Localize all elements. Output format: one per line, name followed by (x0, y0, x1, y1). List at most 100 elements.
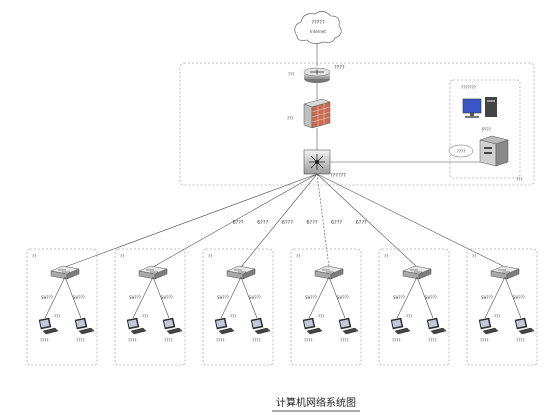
access-link (132, 276, 154, 319)
desktop-pc-icon (214, 317, 235, 335)
server-area-label: ??????? (461, 85, 476, 90)
pc-label: ??? (230, 314, 236, 319)
desktop-pc-icon (162, 317, 183, 335)
group-label: ?? (120, 254, 124, 259)
uplink-line (316, 173, 418, 268)
pc-label: ??? (494, 314, 500, 319)
group-label: ?? (472, 254, 476, 259)
group-boundary (290, 248, 362, 366)
access-switch-icon (402, 265, 432, 280)
uplink-line (240, 173, 318, 268)
desktop-pc-icon (338, 317, 359, 335)
pc-name-label: ???? (516, 338, 525, 343)
pc-name-label: ???? (428, 338, 437, 343)
access-switch-icon (226, 265, 256, 280)
access-link (44, 276, 66, 319)
desktop-pc-icon (38, 317, 59, 335)
core-network-boundary (179, 62, 535, 186)
uplink-label: 6??? (331, 220, 342, 226)
access-link (504, 276, 522, 319)
pc-name-label: ???? (480, 338, 489, 343)
desktop-pc-icon (514, 317, 535, 335)
firewall-label: ??? (287, 116, 293, 121)
pc-label: ??? (318, 314, 324, 319)
pc-name-label: ???? (252, 338, 261, 343)
port-label: SH??? (73, 295, 85, 300)
uplink-line (64, 173, 318, 268)
desktop-pc-icon (390, 317, 411, 335)
access-link (64, 276, 82, 319)
pc-name-label: ???? (340, 338, 349, 343)
core-box-label: ??? (516, 177, 522, 182)
desktop-pc-icon (250, 317, 271, 335)
desktop-pc-icon (126, 317, 147, 335)
uplink-label: 6??? (232, 220, 243, 226)
uplink-line (316, 173, 330, 268)
port-label: SH??? (337, 295, 349, 300)
access-link (220, 276, 242, 319)
internet-cloud: ????? Internet (294, 11, 342, 44)
desktop-pc-icon (478, 317, 499, 335)
access-switch-icon (314, 265, 344, 280)
group-boundary (202, 248, 274, 366)
pc-label: ??? (142, 314, 148, 319)
uplink-label: 6??? (356, 220, 367, 226)
access-switch-icon (138, 265, 168, 280)
pc-name-label: ???? (128, 338, 137, 343)
port-label: SH??? (249, 295, 261, 300)
port-label: SH??? (161, 295, 173, 300)
port-label: SH??? (481, 295, 493, 300)
group-boundary (466, 248, 538, 366)
pc-label: ??? (406, 314, 412, 319)
desktop-pc-icon (426, 317, 447, 335)
server-label: P??? (482, 127, 491, 132)
cloud-label: ????? (311, 20, 325, 26)
cloud-sublabel: Internet (310, 29, 326, 34)
uplink-label: 6??? (257, 220, 268, 226)
monitor-icon (462, 97, 497, 118)
pc-label: ??? (54, 314, 60, 319)
group-boundary (114, 248, 186, 366)
pc-name-label: ???? (164, 338, 173, 343)
pc-name-label: ???? (304, 338, 313, 343)
pc-name-label: ???? (76, 338, 85, 343)
access-switch-icon (50, 265, 80, 280)
access-link (240, 276, 258, 319)
access-link (308, 276, 330, 319)
router-label: ??? (288, 72, 294, 77)
access-link (328, 276, 346, 319)
desktop-pc-icon (302, 317, 323, 335)
port-label: SH??? (41, 295, 53, 300)
port-label: SH??? (305, 295, 317, 300)
firewall-icon (303, 98, 331, 129)
core-switch-icon (303, 149, 331, 175)
group-label: ?? (208, 254, 212, 259)
access-switch-icon (490, 265, 520, 280)
router-tag: ???? (334, 65, 345, 71)
server-icon (479, 135, 509, 167)
port-label: SH??? (217, 295, 229, 300)
access-link (484, 276, 506, 319)
group-label: ?? (32, 254, 36, 259)
port-label: SH??? (425, 295, 437, 300)
access-link (416, 276, 434, 319)
access-link (396, 276, 418, 319)
group-boundary (378, 248, 450, 366)
uplink-label: 6??? (282, 220, 293, 226)
group-label: ?? (296, 254, 300, 259)
server-port-bubble (448, 144, 474, 158)
uplink-label: 6??? (306, 220, 317, 226)
group-label: ?? (384, 254, 388, 259)
access-link (152, 276, 170, 319)
port-label: SH??? (129, 295, 141, 300)
router-icon (303, 67, 331, 83)
diagram-caption: 计算机网络系统图 (276, 396, 356, 409)
desktop-pc-icon (74, 317, 95, 335)
uplink-line (316, 173, 506, 268)
pc-name-label: ???? (216, 338, 225, 343)
core-switch-label: ?????? (330, 173, 346, 179)
port-label: SH??? (513, 295, 525, 300)
server-port-label: ???? (457, 149, 466, 154)
server-area-boundary (449, 79, 521, 179)
